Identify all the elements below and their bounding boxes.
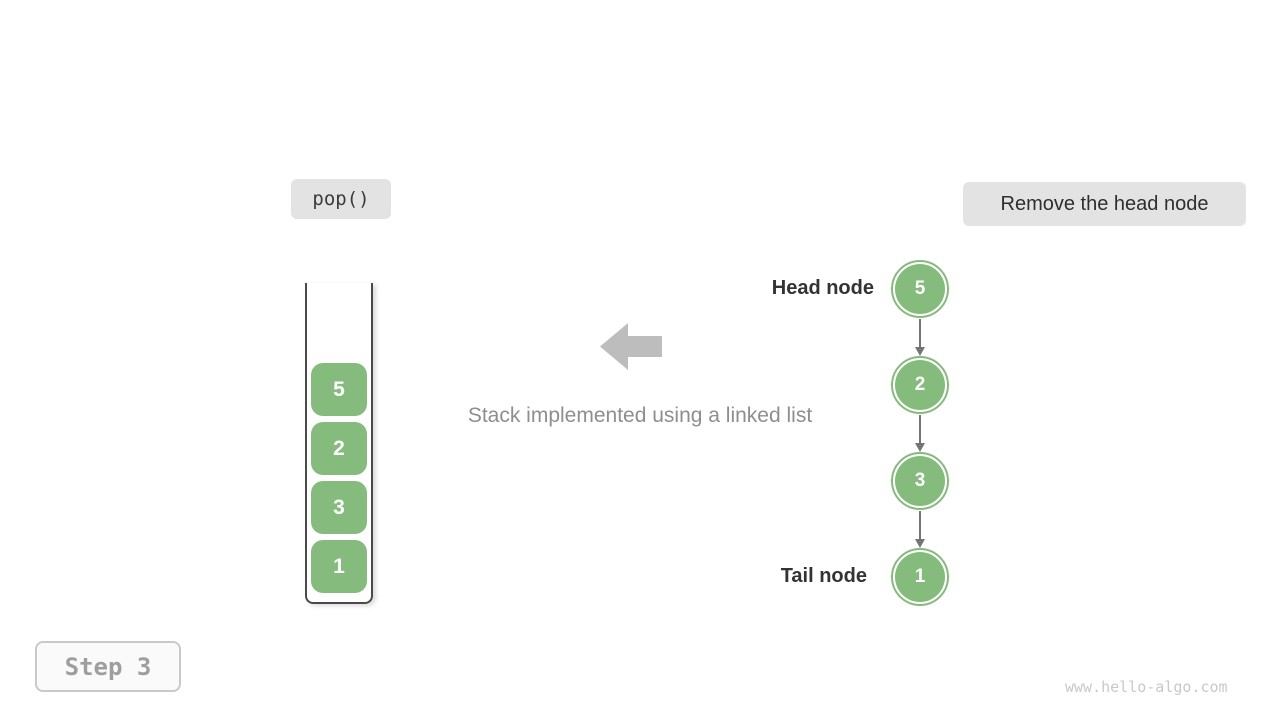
arrow-down-icon	[910, 319, 930, 356]
node-value: 1	[895, 552, 945, 602]
left-block-arrow-icon	[600, 323, 662, 370]
step-badge: Step 3	[35, 641, 181, 692]
head-node-label: Head node	[771, 277, 874, 299]
watermark-url: www.hello-algo.com	[1065, 678, 1228, 696]
node-value: 3	[895, 456, 945, 506]
stack-cell: 1	[311, 540, 367, 593]
node-value: 2	[895, 360, 945, 410]
node-value: 5	[895, 264, 945, 314]
remove-head-node-badge: Remove the head node	[963, 182, 1246, 226]
linked-list-node: 2	[891, 356, 949, 414]
stack-container: 5 2 3 1	[305, 283, 373, 604]
arrow-down-icon	[910, 511, 930, 548]
stack-cell: 5	[311, 363, 367, 416]
pop-operation-badge: pop()	[291, 179, 391, 219]
stack-cell: 2	[311, 422, 367, 475]
linked-list-node: 3	[891, 452, 949, 510]
arrow-down-icon	[910, 415, 930, 452]
linked-list-node: 5	[891, 260, 949, 318]
stack-cell: 3	[311, 481, 367, 534]
diagram-caption: Stack implemented using a linked list	[467, 404, 813, 427]
tail-node-label: Tail node	[780, 565, 867, 587]
linked-list-node: 1	[891, 548, 949, 606]
